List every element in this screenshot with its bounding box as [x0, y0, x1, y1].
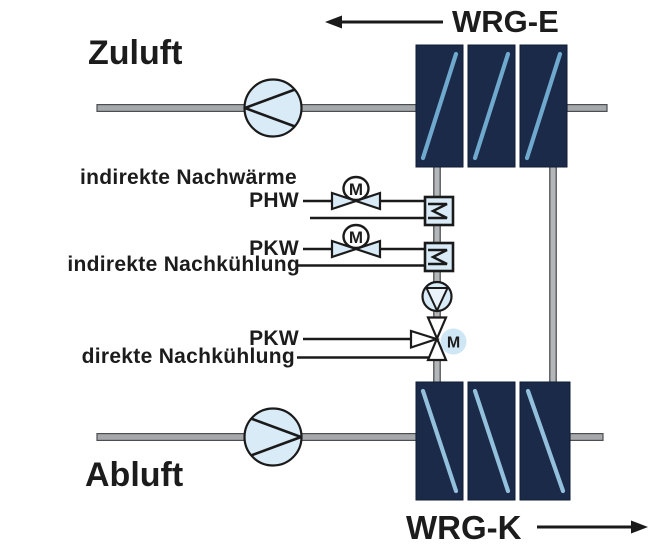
wrg-k-label: WRG-K: [406, 509, 522, 546]
heat-exchanger-icon: [423, 195, 455, 227]
motor-label: M: [349, 228, 363, 247]
exhaust-air-label: Abluft: [85, 456, 183, 494]
arrow-left-icon: [325, 15, 443, 29]
direct-cooling-circuit: M: [297, 316, 467, 362]
wrg-e-label: WRG-E: [452, 4, 559, 39]
supply-fan-icon: [243, 78, 303, 138]
heat-exchanger-icon: [423, 241, 455, 273]
return-pipe: [549, 165, 557, 384]
motor-label: M: [447, 335, 460, 352]
three-way-valve-icon: [409, 316, 448, 362]
supply-air-label: Zuluft: [88, 34, 182, 72]
recool-coil-circuit: M: [297, 223, 455, 273]
motor-valve-icon: [330, 223, 382, 259]
wrg-k-coil-block: [415, 381, 571, 501]
row3-title-label: direkte Nachkühlung: [82, 345, 295, 368]
wrg-e-coil-block: [415, 44, 568, 168]
motor-label: M: [349, 180, 363, 199]
motor-valve-icon: [330, 175, 382, 211]
row2-title-label: indirekte Nachkühlung: [67, 253, 300, 276]
row2-medium-label: PKW: [249, 237, 299, 260]
arrow-right-icon: [537, 520, 648, 534]
pump-icon: [421, 280, 453, 313]
exhaust-fan-icon: [243, 407, 303, 467]
row3-medium-label: PKW: [249, 327, 299, 350]
row1-title-label: indirekte Nachwärme: [80, 166, 297, 189]
reheat-coil-circuit: M: [303, 175, 455, 227]
motor-badge: [440, 328, 467, 355]
row1-medium-label: PHW: [249, 189, 299, 212]
